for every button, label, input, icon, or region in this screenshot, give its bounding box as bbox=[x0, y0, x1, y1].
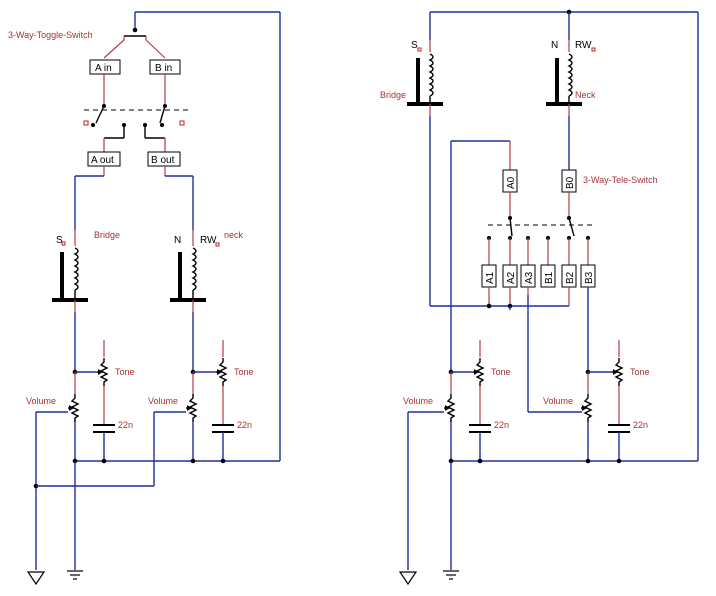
r-bridge-s-label: S bbox=[411, 40, 418, 51]
neck-rw-label: RW bbox=[200, 235, 217, 246]
right-cap-2: 22n bbox=[608, 400, 648, 461]
right-tone-pot-2: Tone bbox=[585, 340, 650, 400]
left-output-symbol bbox=[26, 571, 46, 586]
right-output-line bbox=[407, 411, 444, 570]
tele-switch-contacts bbox=[487, 216, 594, 265]
left-circuit: 3-Way-Toggle-Switch A in B in bbox=[8, 11, 281, 586]
neck-name: neck bbox=[224, 230, 244, 240]
r-neck-rw-label: RW bbox=[575, 40, 592, 51]
left-tone-pot-1: Tone bbox=[72, 340, 135, 400]
right-tone-label-1: Tone bbox=[491, 367, 511, 377]
right-volume-pot-1: Volume bbox=[403, 372, 455, 461]
b3-label: B3 bbox=[584, 271, 595, 284]
b2-label: B2 bbox=[565, 271, 576, 284]
a-out-label: A out bbox=[91, 155, 114, 166]
left-cap-2: 22n bbox=[212, 400, 252, 461]
right-volume-label-2: Volume bbox=[543, 396, 573, 406]
left-ground-symbol bbox=[67, 570, 83, 580]
right-ground-bus bbox=[448, 458, 698, 570]
tele-switch-inputs: A0 B0 3-Way-Tele-Switch bbox=[450, 116, 658, 372]
right-volume-pot-2: Volume bbox=[543, 372, 592, 461]
left-ground-bus bbox=[72, 12, 281, 570]
b-in-label: B in bbox=[155, 63, 172, 74]
a-in-label: A in bbox=[95, 63, 112, 74]
left-tone-label-2: Tone bbox=[234, 367, 254, 377]
right-circuit: S Bridge N RW Neck bbox=[380, 9, 699, 586]
right-ground-symbol bbox=[443, 570, 459, 580]
right-cap-label-1: 22n bbox=[494, 420, 509, 430]
b-out-label: B out bbox=[151, 155, 175, 166]
r-neck-name: Neck bbox=[575, 90, 596, 100]
left-tone-pot-2: Tone bbox=[190, 340, 254, 400]
left-output-line bbox=[33, 411, 186, 570]
a3-label: A3 bbox=[524, 271, 535, 284]
b1-box bbox=[540, 264, 556, 288]
right-top-rail bbox=[429, 9, 699, 461]
left-cap-label-2: 22n bbox=[237, 420, 252, 430]
left-volume-pot-2: Volume bbox=[148, 372, 197, 461]
r-bridge-name: Bridge bbox=[380, 90, 406, 100]
b1-label: B1 bbox=[544, 271, 555, 284]
right-bridge-pickup: S Bridge bbox=[380, 40, 443, 116]
left-volume-pot-1: Volume bbox=[26, 372, 79, 461]
a-in-box bbox=[89, 59, 121, 75]
right-cap-label-2: 22n bbox=[633, 420, 648, 430]
toggle-switch-label: 3-Way-Toggle-Switch bbox=[8, 30, 93, 40]
left-volume-label-1: Volume bbox=[26, 396, 56, 406]
left-cap-label-1: 22n bbox=[118, 420, 133, 430]
right-volume-label-1: Volume bbox=[403, 396, 433, 406]
toggle-switch-contacts bbox=[83, 74, 190, 152]
tele-switch-terminals: A1 A2 A3 B1 B2 B3 bbox=[481, 264, 596, 288]
tele-switch-label: 3-Way-Tele-Switch bbox=[583, 175, 658, 185]
right-cap-1: 22n bbox=[469, 400, 509, 461]
bridge-name: Bridge bbox=[94, 230, 120, 240]
right-tone-pot-1: Tone bbox=[448, 340, 511, 400]
a1-label: A1 bbox=[485, 271, 496, 284]
a2-label: A2 bbox=[506, 271, 517, 284]
right-neck-pickup: N RW Neck bbox=[546, 40, 596, 116]
left-cap-1: 22n bbox=[93, 400, 133, 461]
left-neck-pickup: N RW neck bbox=[170, 230, 244, 312]
toggle-switch-input: 3-Way-Toggle-Switch bbox=[8, 11, 280, 59]
tele-terminal-wiring bbox=[486, 287, 589, 413]
left-volume-label-2: Volume bbox=[148, 396, 178, 406]
b0-label: B0 bbox=[565, 176, 576, 189]
r-neck-n-label: N bbox=[551, 40, 558, 51]
bridge-s-label: S bbox=[56, 235, 63, 246]
a0-label: A0 bbox=[506, 176, 517, 189]
left-bridge-pickup: S Bridge bbox=[52, 230, 120, 312]
right-tone-label-2: Tone bbox=[630, 367, 650, 377]
neck-n-label: N bbox=[174, 235, 181, 246]
b-out-box bbox=[147, 151, 181, 167]
left-tone-label-1: Tone bbox=[115, 367, 135, 377]
right-output-symbol bbox=[398, 571, 418, 586]
